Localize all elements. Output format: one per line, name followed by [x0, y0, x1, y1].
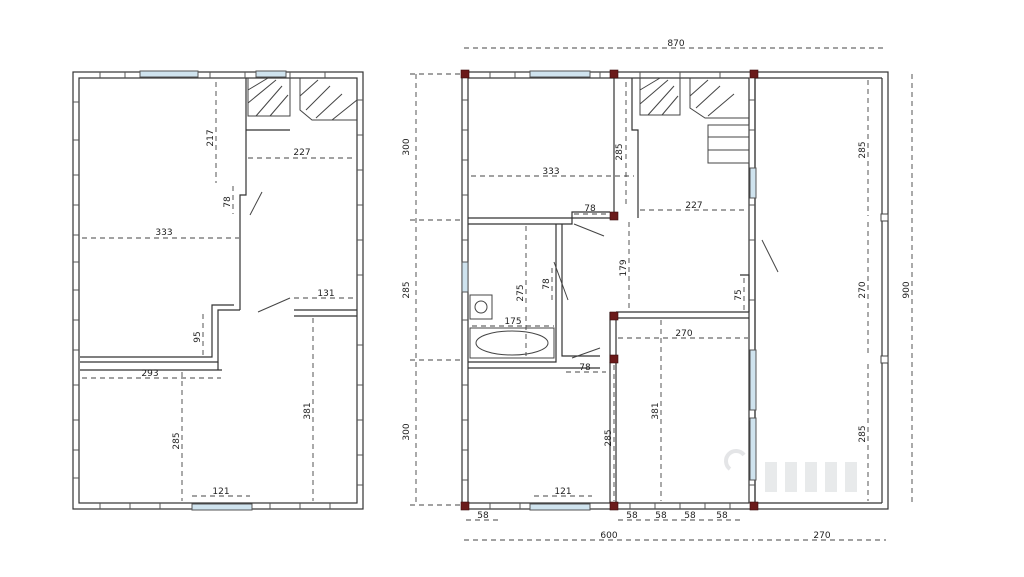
- column-post-icon: [460, 69, 759, 511]
- dim-175: 175: [504, 317, 521, 327]
- right-window-right-3: [749, 417, 757, 481]
- dim-293: 293: [141, 369, 158, 379]
- right-stair-wall: [631, 78, 639, 218]
- door-swing-icon: [553, 261, 569, 301]
- terrace-outline: [754, 71, 889, 510]
- right-room-wall-1: [468, 78, 615, 219]
- right-window-right-2: [749, 349, 757, 411]
- dim-285-lower: 285: [604, 429, 614, 446]
- right-window-right-1: [749, 167, 757, 199]
- dim-270-room: 270: [675, 329, 692, 339]
- dim-285-terrace-bottom: 285: [858, 425, 868, 442]
- dim-58-d: 58: [684, 511, 696, 521]
- watermark-mark: [724, 449, 746, 471]
- left-partition: [80, 309, 240, 363]
- dim-58-c: 58: [655, 511, 667, 521]
- dim-58-b: 58: [626, 511, 638, 521]
- dim-78-a: 78: [584, 204, 596, 214]
- door-swing-icon: [257, 297, 291, 313]
- dim-78-c: 78: [579, 363, 591, 373]
- dim-381: 381: [651, 402, 661, 419]
- dim-870: 870: [667, 39, 684, 49]
- dim-270-terrace: 270: [858, 281, 868, 298]
- left-partition-inner: [80, 304, 234, 358]
- dim-78: 78: [223, 196, 233, 208]
- dim-227: 227: [685, 201, 702, 211]
- left-stair-wall: [239, 78, 247, 310]
- dim-78-b: 78: [542, 278, 552, 290]
- dim-300-top: 300: [402, 138, 412, 155]
- dim-333: 333: [155, 228, 172, 238]
- dim-285-room: 285: [615, 143, 625, 160]
- dim-58-a: 58: [477, 511, 489, 521]
- stairs-icon: [639, 77, 750, 164]
- dim-75: 75: [734, 289, 744, 300]
- dim-285: 285: [172, 432, 182, 449]
- dim-270-bottom: 270: [813, 531, 830, 541]
- right-floor-plan: 870 300 285 300 285 333 78 227 275 78 17…: [402, 39, 913, 541]
- bath-wall: [468, 224, 557, 363]
- dim-121: 121: [554, 487, 571, 497]
- left-window-bottom: [191, 503, 253, 511]
- dim-300-bottom: 300: [402, 423, 412, 440]
- right-stub-wall: [740, 274, 750, 312]
- dim-217: 217: [206, 129, 216, 146]
- left-inner-wall-line: [78, 77, 358, 504]
- right-room-wall-2: [468, 211, 610, 225]
- dim-275: 275: [516, 284, 526, 301]
- dim-95: 95: [193, 331, 203, 342]
- right-window-bottom: [529, 503, 591, 511]
- dim-600: 600: [600, 531, 617, 541]
- right-window-top: [529, 70, 591, 78]
- left-dimensions: [82, 82, 356, 501]
- door-swing-icon: [571, 347, 601, 359]
- dim-131: 131: [317, 289, 334, 299]
- dim-179: 179: [619, 259, 629, 276]
- dim-900: 900: [902, 281, 912, 298]
- dim-227: 227: [293, 148, 310, 158]
- watermark-logo: [724, 449, 857, 492]
- right-dimensions: [410, 47, 913, 541]
- right-window-left: [461, 261, 469, 293]
- left-window-top-1: [139, 70, 199, 78]
- dim-285-terrace-top: 285: [858, 141, 868, 158]
- bathtub-icon: [469, 327, 555, 359]
- left-floor-plan: 217 227 78 333 131 95 293 285 381 121: [72, 70, 364, 511]
- door-swing-icon: [573, 223, 605, 237]
- bath-wall-inner: [561, 224, 600, 357]
- left-wall-ticks: [73, 72, 363, 509]
- dim-58-e: 58: [716, 511, 728, 521]
- dim-285-mid: 285: [402, 281, 412, 298]
- left-window-top-2: [255, 70, 287, 78]
- door-swing-icon: [761, 239, 779, 273]
- toilet-icon: [469, 294, 493, 320]
- right-wall-ticks: [462, 72, 755, 509]
- stairs-icon: [247, 77, 358, 121]
- dim-121: 121: [212, 487, 229, 497]
- dim-333: 333: [542, 167, 559, 177]
- dim-381: 381: [303, 402, 313, 419]
- door-swing-icon: [249, 191, 263, 216]
